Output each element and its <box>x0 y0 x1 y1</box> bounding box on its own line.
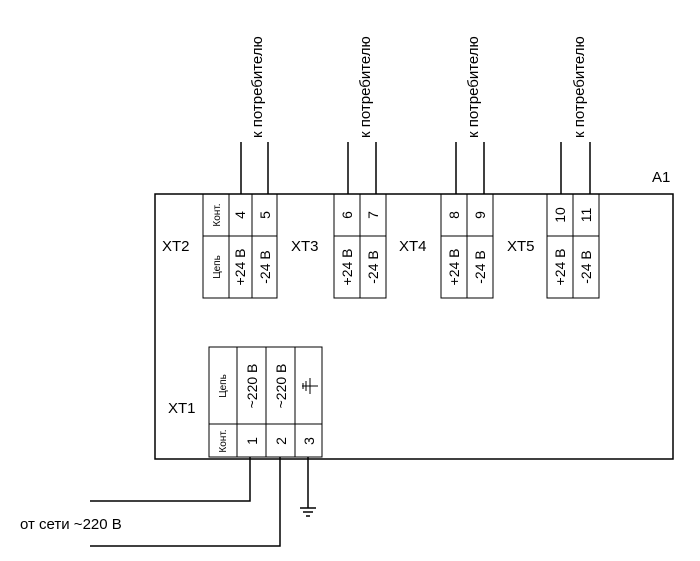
xt2-contact-1: 4 <box>232 211 248 219</box>
terminal-block-xt4: XT4 8 9 +24 В -24 В к потребителю <box>399 36 494 299</box>
terminal-block-xt1: XT1 Цепь Конт. ~220 В ~220 В 1 2 3 <box>168 346 323 458</box>
xt4-circuit-2: -24 В <box>472 250 488 283</box>
module-label: A1 <box>652 169 670 186</box>
xt4-circuit-1: +24 В <box>446 249 462 286</box>
xt2-label: XT2 <box>162 238 190 255</box>
xt3-consumer-label: к потребителю <box>357 36 374 138</box>
xt1-circuit-1: ~220 В <box>244 364 260 409</box>
xt2-contact-2: 5 <box>257 211 273 219</box>
xt4-consumer-label: к потребителю <box>465 36 482 138</box>
xt3-circuit-2: -24 В <box>365 250 381 283</box>
xt5-contact-2: 11 <box>578 208 594 223</box>
xt4-label: XT4 <box>399 238 427 255</box>
terminal-block-xt2: XT2 Конт. Цепь 4 5 +24 В -24 В к потреби… <box>162 36 278 299</box>
supply-label: от сети ~220 В <box>20 516 122 533</box>
xt1-label: XT1 <box>168 400 196 417</box>
xt3-label: XT3 <box>291 238 319 255</box>
xt3-circuit-1: +24 В <box>339 249 355 286</box>
xt2-circuit-1: +24 В <box>232 249 248 286</box>
xt1-contact-header: Конт. <box>218 429 229 452</box>
xt5-circuit-2: -24 В <box>578 250 594 283</box>
terminal-block-xt3: XT3 6 7 +24 В -24 В к потребителю <box>291 36 387 299</box>
xt4-contact-2: 9 <box>472 211 488 219</box>
xt5-circuit-1: +24 В <box>552 249 568 286</box>
xt5-consumer-label: к потребителю <box>571 36 588 138</box>
terminal-block-xt5: XT5 10 11 +24 В -24 В к потребителю <box>507 36 600 299</box>
xt4-contact-1: 8 <box>446 211 462 219</box>
xt2-circuit-header: Цепь <box>212 255 223 279</box>
ground-icon <box>302 378 318 394</box>
xt1-contact-1: 1 <box>244 437 260 445</box>
module-a1-enclosure <box>154 193 674 460</box>
xt5-contact-1: 10 <box>552 207 568 223</box>
xt1-contact-2: 2 <box>273 437 289 445</box>
xt3-contact-1: 6 <box>339 211 355 219</box>
xt2-consumer-label: к потребителю <box>249 36 266 138</box>
xt1-contact-3: 3 <box>301 437 317 445</box>
xt5-label: XT5 <box>507 238 535 255</box>
xt1-circuit-header: Цепь <box>218 374 229 398</box>
supply-wiring: от сети ~220 В <box>20 457 316 547</box>
xt2-contact-header: Конт. <box>212 203 223 226</box>
xt1-circuit-2: ~220 В <box>273 364 289 409</box>
xt2-circuit-2: -24 В <box>257 250 273 283</box>
xt3-contact-2: 7 <box>365 211 381 219</box>
earth-ground-icon <box>300 507 316 517</box>
